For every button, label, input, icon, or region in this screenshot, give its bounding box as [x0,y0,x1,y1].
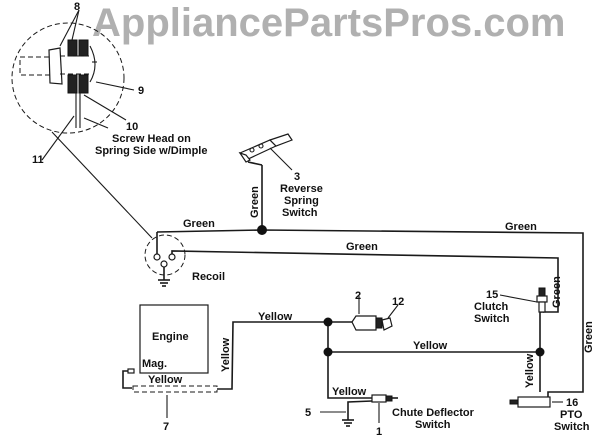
pto-switch-line1: PTO [560,409,583,421]
spring-blade [75,93,81,128]
callout-5: 5 [305,407,311,419]
clutch-switch-line2: Switch [474,313,510,325]
junction-yellow-1 [323,317,333,327]
wire-label-green-middle: Green [346,241,378,253]
junction-yellow-2 [323,347,333,357]
callout-9: 9 [138,85,144,97]
wire-label-green-top-left: Green [183,218,215,230]
reverse-spring-switch: 3 Reverse Spring Switch [238,133,323,230]
insulator-top-right [78,39,89,57]
wire-label-green-top-right: Green [505,221,537,233]
callout-12: 12 [392,296,404,308]
recoil: Recoil [144,232,225,287]
insulator-top-left [67,39,78,57]
reverse-switch-line1: Reverse [280,183,323,195]
screw-head [89,45,96,83]
harness-7 [132,385,218,393]
callout-10: 10 [126,121,138,133]
recoil-label: Recoil [192,271,225,283]
callout-7: 7 [163,421,169,433]
clutch-switch: 15 Clutch Switch [474,287,548,325]
bolt-shank [19,56,51,76]
insulator-bottom-right [78,74,89,94]
wire-label-green-clutch: Green [551,276,563,308]
mag-label: Mag. [142,358,167,370]
watermark: AppliancePartsPros.com [92,1,566,45]
callout-16: 16 [566,397,578,409]
nut [48,47,63,85]
chute-switch-line2: Switch [415,419,451,431]
chute-deflector-switch: 5 1 Chute Deflector Switch [305,394,475,437]
wire-label-yellow-middle: Yellow [413,340,448,352]
insulator-bottom-left [67,74,78,94]
callout-15: 15 [486,289,498,301]
engine: Engine Mag. 7 [122,304,218,433]
detail-note-line1: Screw Head on [112,133,191,145]
callout-1: 1 [376,426,382,437]
wire-label-green-right: Green [583,321,595,353]
junction-reverse [257,225,267,235]
pto-switch: 16 PTO Switch [509,396,590,433]
detail-leader [51,131,153,239]
detail-circle [11,22,125,134]
wire-label-yellow-engine-bottom: Yellow [148,374,183,386]
detail-note-line2: Spring Side w/Dimple [95,145,207,157]
wire-label-yellow-pto: Yellow [524,353,536,388]
wire-label-yellow-chute: Yellow [332,386,367,398]
pto-switch-line2: Switch [554,421,590,433]
callout-3: 3 [294,171,300,183]
reverse-switch-line2: Spring [284,195,319,207]
junction-yellow-3 [535,347,545,357]
callout-11: 11 [32,154,44,166]
reverse-switch-line3: Switch [282,207,318,219]
mag-connector [127,368,135,374]
wire-label-yellow-engine-top: Yellow [258,311,293,323]
wire-label-yellow-engine-vertical: Yellow [220,337,232,372]
clutch-switch-line1: Clutch [474,301,509,313]
callout-8: 8 [74,1,80,13]
green-wires [156,225,584,398]
chute-switch-line1: Chute Deflector [392,407,475,419]
detail-inset: 8 9 10 11 Screw Head on Spring Side w/Di… [11,1,207,166]
engine-label: Engine [152,331,189,343]
component-2-switch: 2 12 [351,290,404,331]
wire-label-green-reverse: Green [249,186,261,218]
callout-2: 2 [355,290,361,302]
engine-box [139,304,209,374]
